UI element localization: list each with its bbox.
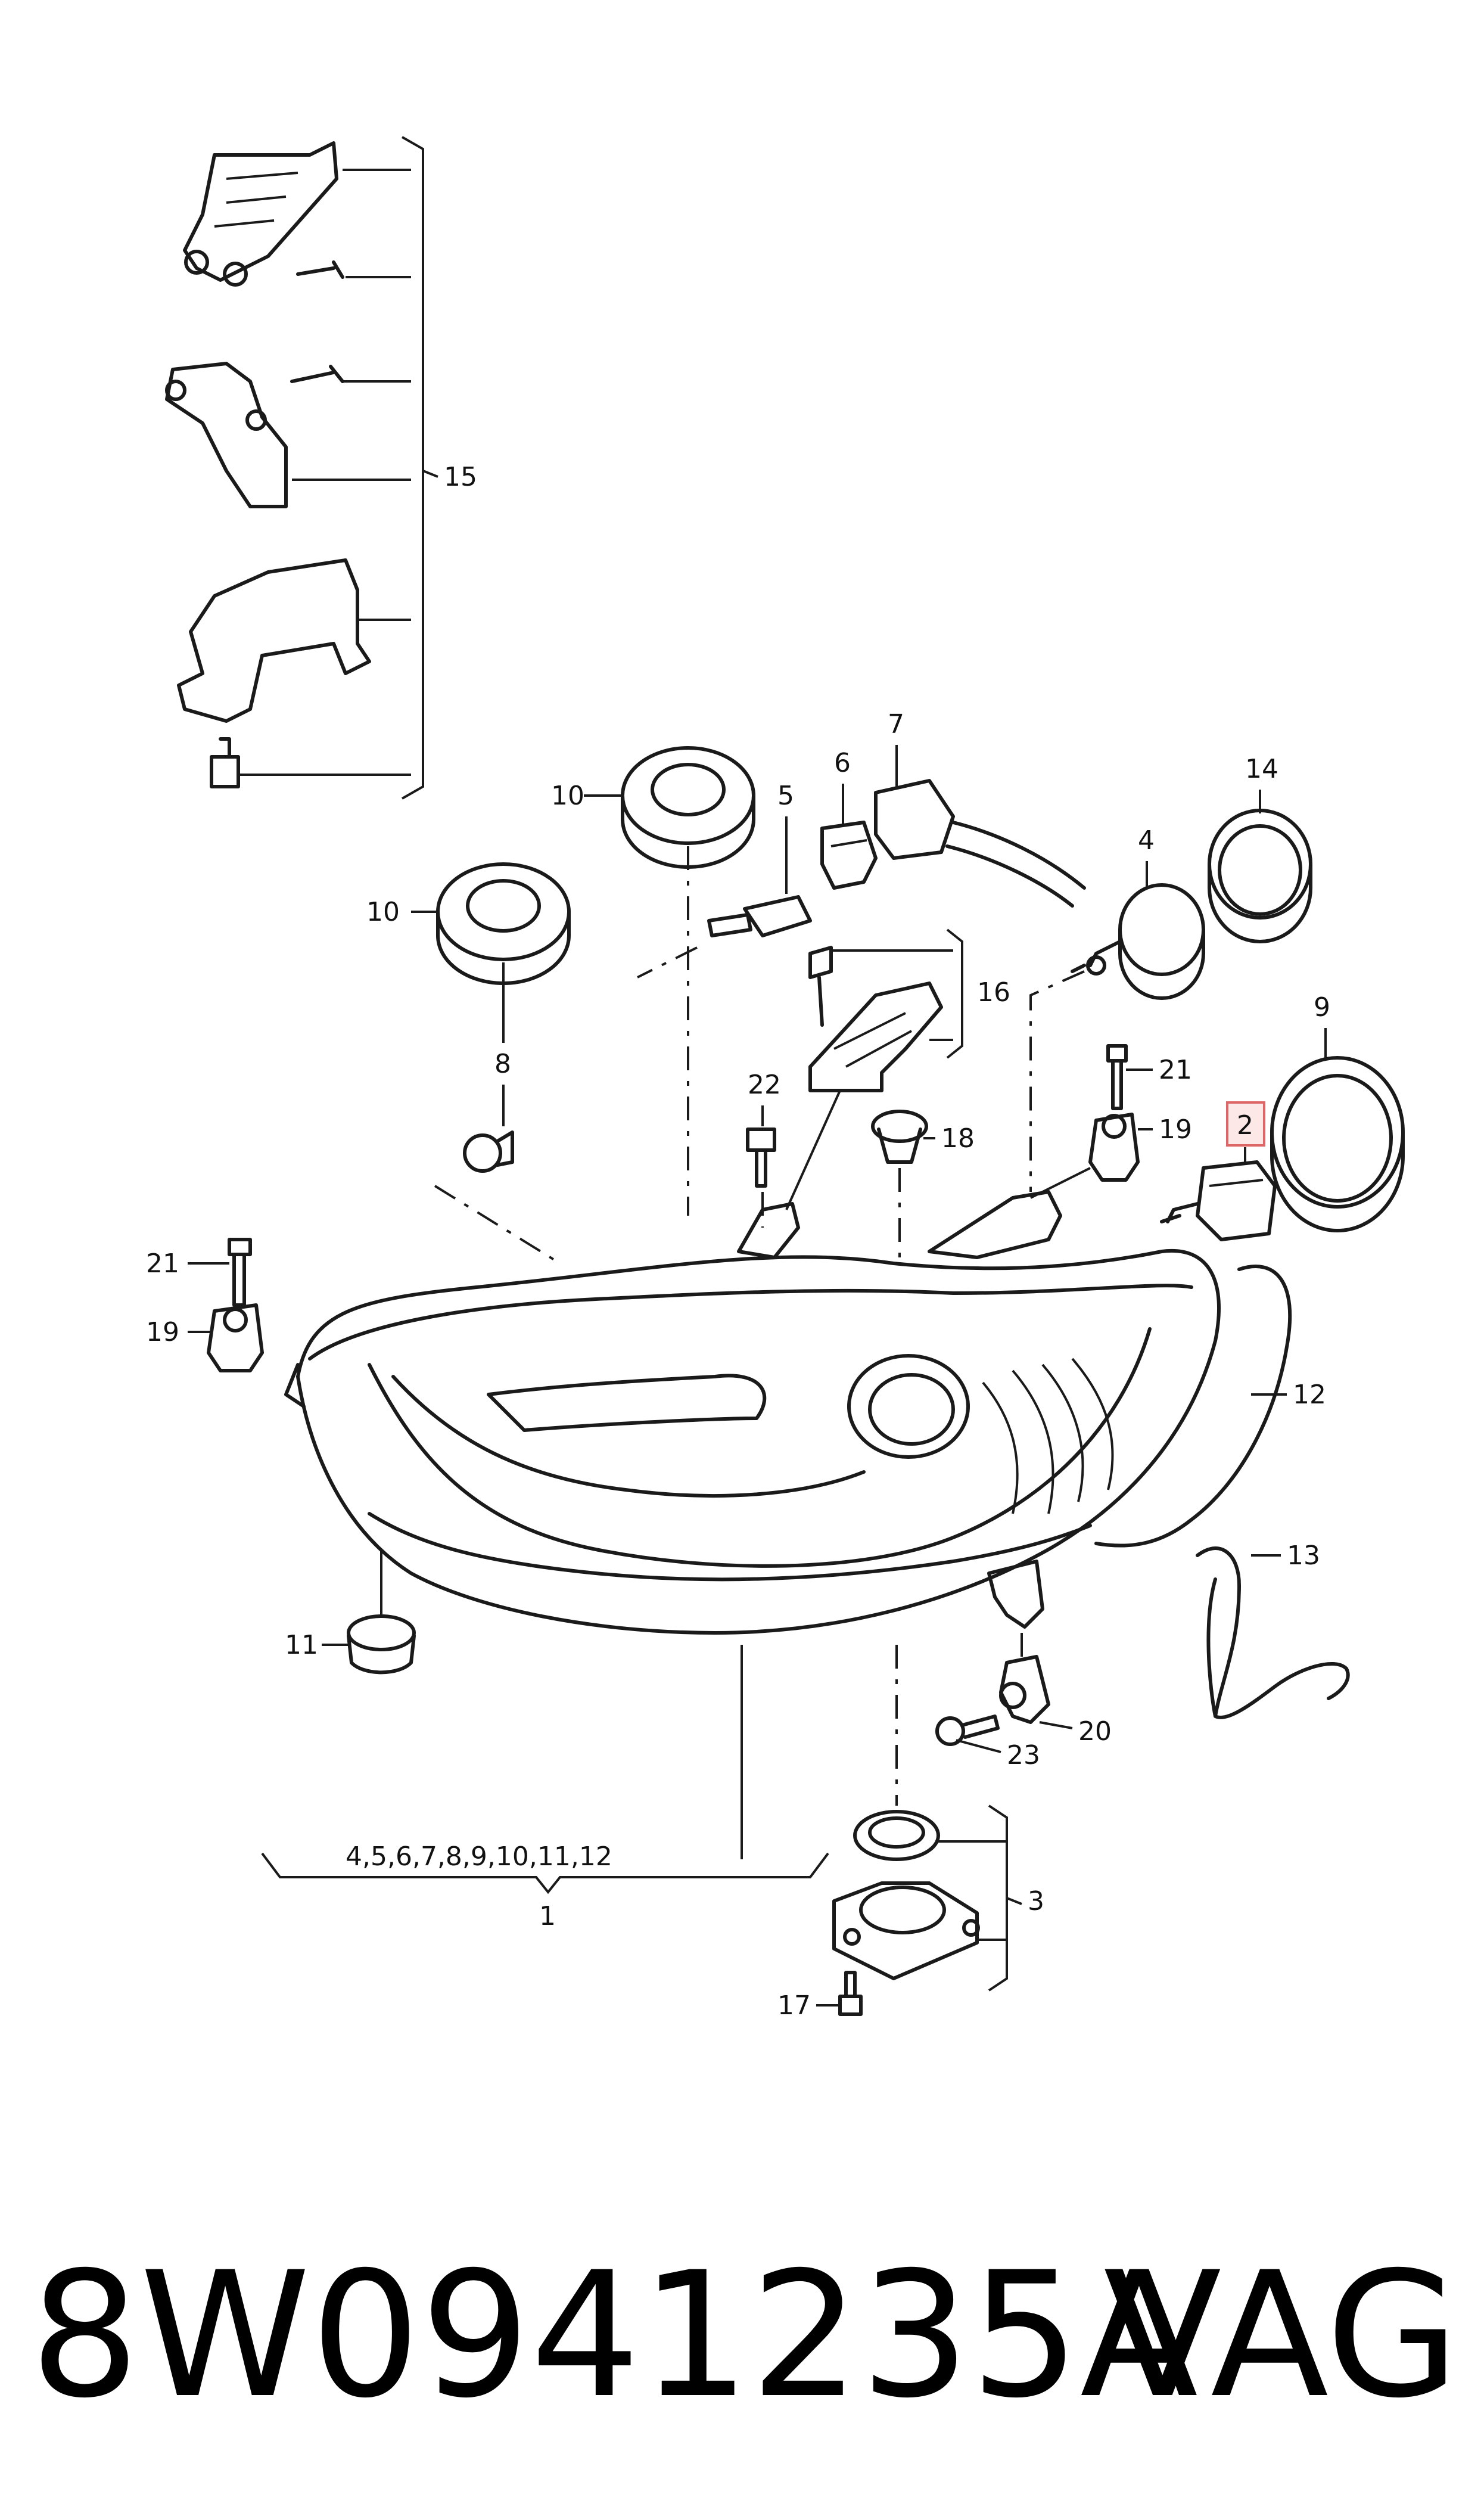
callout-13: 13	[1287, 1540, 1320, 1571]
callout-16: 16	[977, 977, 1010, 1008]
plug-18	[871, 1110, 928, 1164]
clip-19-right	[1088, 1113, 1140, 1182]
bulb-8	[463, 1130, 514, 1173]
part-number-footer: 8W0941235A VAG	[30, 2229, 1460, 2443]
seal-12	[1094, 1265, 1292, 1548]
callout-21-right: 21	[1159, 1055, 1192, 1085]
callout-5: 5	[777, 781, 794, 811]
callout-23: 23	[1007, 1740, 1040, 1771]
cap-9	[1270, 1056, 1405, 1232]
callout-10-upper: 10	[551, 781, 584, 811]
callout-8: 8	[494, 1049, 511, 1079]
callout-12: 12	[1293, 1380, 1326, 1410]
clip-20	[999, 1655, 1050, 1724]
socket-6	[820, 821, 878, 890]
plug-11	[347, 1614, 416, 1675]
screw-23	[935, 1714, 1000, 1746]
callout-7: 7	[888, 709, 904, 740]
group-1-leader	[261, 1645, 829, 1894]
callout-18: 18	[941, 1123, 975, 1154]
callout-11: 11	[285, 1630, 318, 1660]
callout-1: 1	[539, 1901, 556, 1931]
callout-22: 22	[748, 1070, 781, 1100]
callout-14: 14	[1245, 754, 1278, 784]
screw-17	[838, 1971, 863, 2016]
callout-21-left: 21	[146, 1248, 179, 1279]
callout-4: 4	[1138, 825, 1155, 856]
callout-2: 2	[1237, 1110, 1253, 1141]
bracket-16	[808, 946, 943, 1092]
callout-10-lower: 10	[366, 897, 400, 927]
callout-6: 6	[834, 748, 851, 778]
bulb-5	[707, 895, 812, 937]
bolt-21-right	[1106, 1044, 1128, 1110]
callout-20: 20	[1078, 1716, 1112, 1747]
adjuster-motor-4	[1071, 883, 1205, 1000]
callout-17: 17	[777, 1990, 811, 2021]
connector-7	[874, 779, 1086, 908]
callout-group: 4,5,6,7,8,9,10,11,12	[346, 1841, 612, 1872]
bracket-set-15	[165, 141, 371, 788]
callout-9: 9	[1314, 992, 1330, 1023]
xenon-bulb-2	[1160, 1160, 1277, 1241]
ballast-control-unit-3	[832, 1810, 980, 1980]
hose-13	[1196, 1546, 1350, 1719]
bolt-21-left	[228, 1238, 252, 1307]
callout-15: 15	[444, 462, 477, 492]
part-number: 8W0941235A	[30, 2235, 1199, 2436]
cap-14	[1208, 809, 1312, 943]
headlight-housing-1	[284, 1190, 1221, 1635]
callout-19-right: 19	[1159, 1114, 1192, 1145]
callout-3: 3	[1028, 1886, 1044, 1917]
callout-2-highlight	[1226, 1101, 1265, 1147]
clip-19-left	[207, 1303, 264, 1372]
brand-name: VAG	[1103, 2235, 1460, 2436]
bolt-22	[746, 1128, 776, 1188]
leader-15	[238, 136, 438, 800]
callout-19-left: 19	[146, 1317, 179, 1347]
